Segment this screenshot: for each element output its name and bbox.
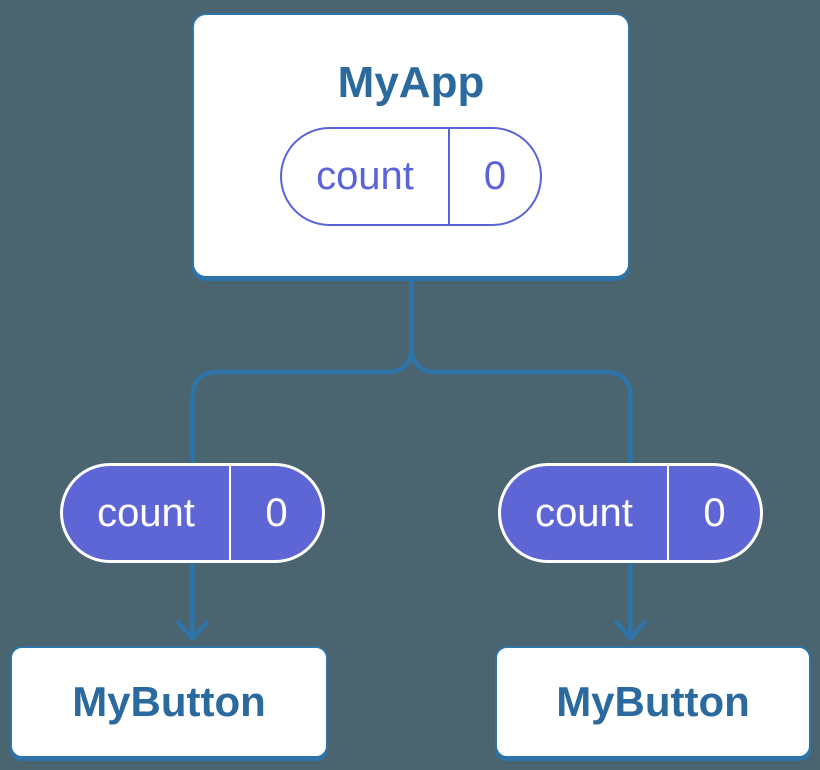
connector-flare-right [409,343,439,375]
child-state-pill-left: count 0 [60,463,325,563]
state-value: 0 [265,490,288,535]
connector-flare-left [384,343,414,375]
state-pill-divider [229,466,231,560]
connector-branch-left [190,369,392,637]
state-value: 0 [703,490,726,535]
child-component-card-right: MyButton [495,646,811,758]
connector-branch-right [431,369,633,637]
child-component-title: MyButton [72,678,266,725]
state-pill-divider [667,466,669,560]
root-state-pill: count 0 [280,127,542,226]
child-state-pill-right: count 0 [498,463,763,563]
child-component-title: MyButton [556,678,750,725]
root-component-card: MyApp count 0 [192,13,630,278]
state-label: count [316,154,414,198]
state-label: count [97,490,195,535]
child-component-card-left: MyButton [10,646,328,758]
arrowhead-right-icon [614,620,647,641]
state-pill-divider [448,129,450,224]
root-component-title: MyApp [337,58,485,107]
state-value: 0 [483,154,507,198]
state-label: count [535,490,633,535]
arrowhead-left-icon [176,620,209,641]
